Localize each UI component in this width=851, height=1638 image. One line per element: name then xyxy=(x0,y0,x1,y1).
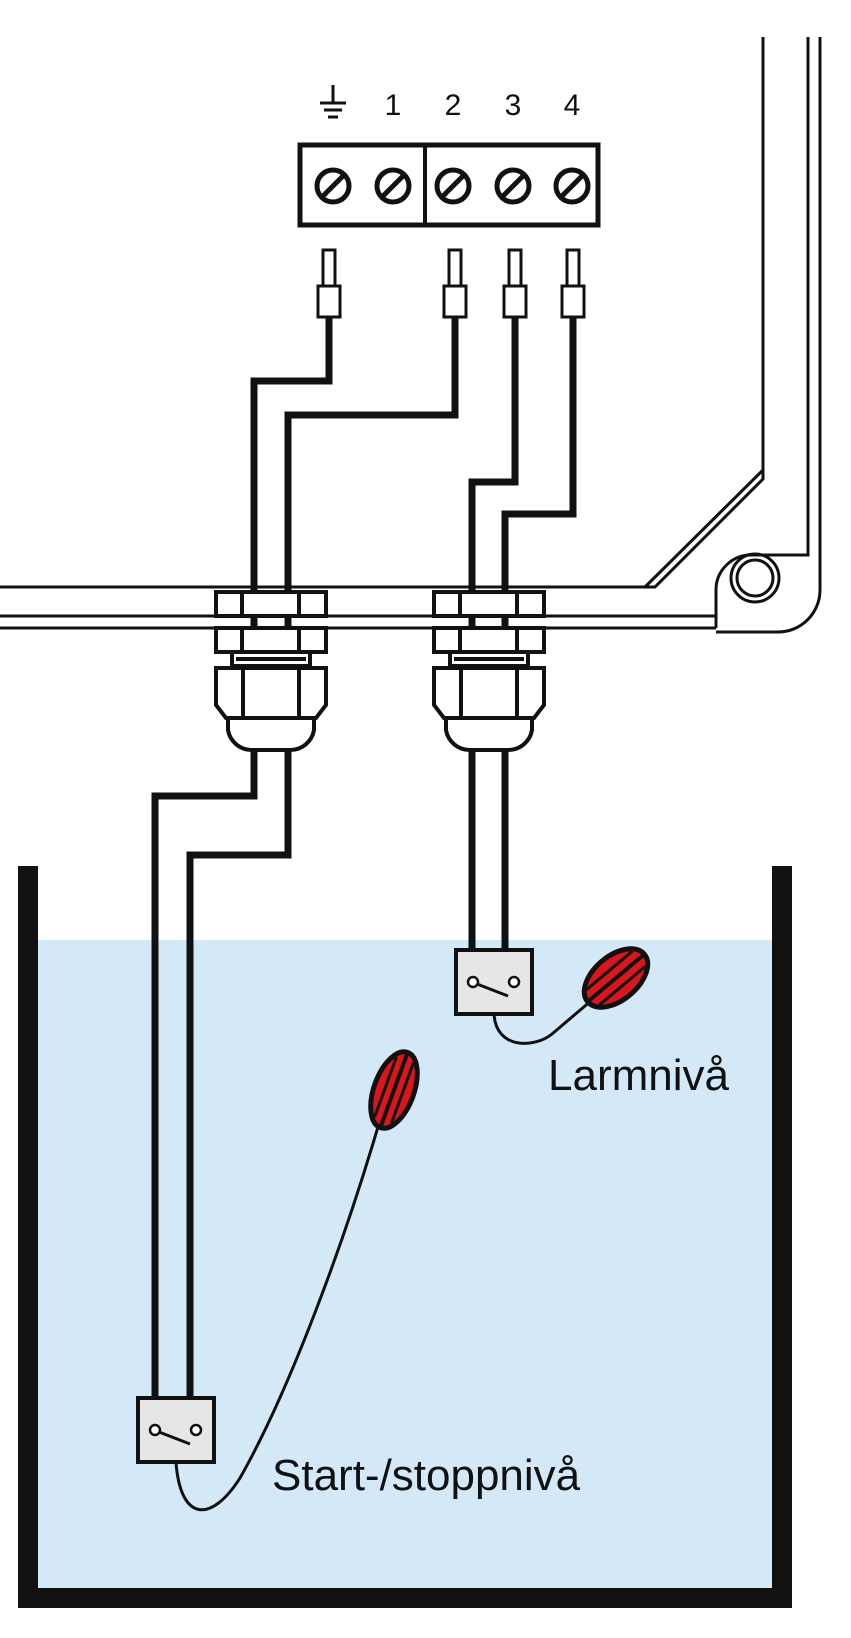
terminal-block xyxy=(297,142,601,228)
terminal-screw-1 xyxy=(374,167,412,205)
terminal-screw-3 xyxy=(494,167,532,205)
terminal-screw-4 xyxy=(553,167,591,205)
terminal-label-3: 3 xyxy=(505,89,522,122)
alarm-level-label: Larmnivå xyxy=(548,1051,729,1100)
startstop-level-label: Start-/stoppnivå xyxy=(272,1451,581,1500)
terminal-screw-ground xyxy=(314,167,352,205)
terminal-label-4: 4 xyxy=(564,89,581,122)
cable-gland-right xyxy=(432,590,546,753)
water-fill xyxy=(38,940,772,1590)
terminal-label-1: 1 xyxy=(385,89,402,122)
startstop-level-switch xyxy=(136,1049,420,1512)
terminal-screw-2 xyxy=(434,167,472,205)
startstop-float xyxy=(368,1049,420,1131)
cable-gland-left xyxy=(214,590,328,753)
ground-symbol-icon xyxy=(320,85,346,119)
wiring xyxy=(151,317,577,1398)
terminal-label-2: 2 xyxy=(445,89,462,122)
alarm-float xyxy=(581,946,651,1010)
alarm-level-switch xyxy=(454,946,651,1045)
wire-ferrules xyxy=(316,248,586,319)
enclosure-outline xyxy=(0,37,822,634)
tank-wall xyxy=(18,866,792,1608)
